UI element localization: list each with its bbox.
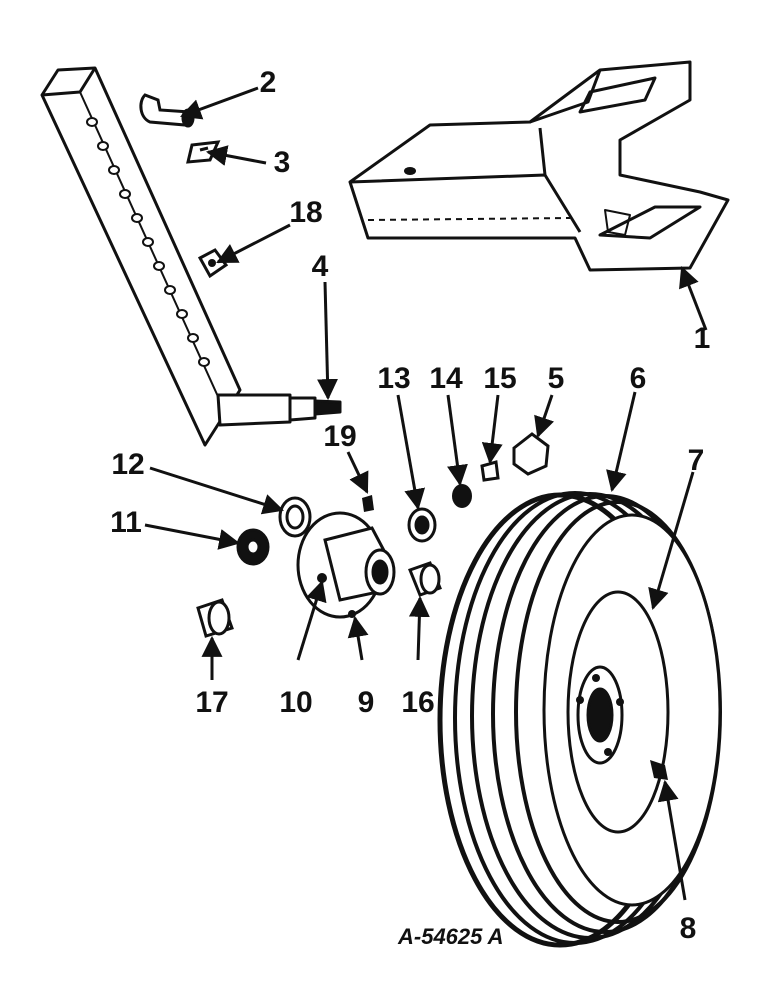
grease-seal bbox=[236, 528, 270, 566]
callout-2: 2 bbox=[260, 66, 277, 99]
callout-15: 15 bbox=[483, 362, 516, 395]
callout-5: 5 bbox=[548, 362, 565, 395]
bearing-cone bbox=[407, 507, 437, 543]
leader-lines bbox=[144, 86, 708, 901]
callout-11: 11 bbox=[110, 506, 142, 539]
callout-18: 18 bbox=[289, 196, 322, 229]
callout-12: 12 bbox=[111, 448, 144, 481]
callout-16: 16 bbox=[401, 686, 434, 719]
wheel-hub bbox=[296, 511, 396, 619]
callout-19: 19 bbox=[323, 420, 356, 453]
hitch-pin bbox=[139, 93, 195, 128]
cotter-pin bbox=[480, 460, 500, 482]
callout-3: 3 bbox=[274, 146, 291, 179]
lock-key bbox=[362, 495, 374, 512]
bearing-cup bbox=[278, 496, 312, 538]
bearing-cup-lower bbox=[196, 598, 234, 638]
bearing-cone-inner bbox=[408, 561, 442, 597]
figure-reference: A-54625 A bbox=[397, 924, 504, 949]
square-nut bbox=[197, 248, 229, 279]
callout-4: 4 bbox=[312, 250, 329, 283]
callout-1: 1 bbox=[694, 322, 711, 355]
hub-cap bbox=[512, 432, 550, 476]
hitch-bracket bbox=[348, 60, 730, 272]
tire-and-wheel bbox=[437, 491, 722, 948]
washer bbox=[452, 484, 472, 508]
callout-13: 13 bbox=[377, 362, 410, 395]
callout-17: 17 bbox=[195, 686, 228, 719]
callout-6: 6 bbox=[630, 362, 647, 395]
callout-9: 9 bbox=[358, 686, 375, 719]
spindle-arm bbox=[40, 66, 342, 447]
callout-10: 10 bbox=[279, 686, 312, 719]
callout-8: 8 bbox=[680, 912, 697, 945]
callout-14: 14 bbox=[429, 362, 463, 395]
callout-7: 7 bbox=[688, 444, 705, 477]
